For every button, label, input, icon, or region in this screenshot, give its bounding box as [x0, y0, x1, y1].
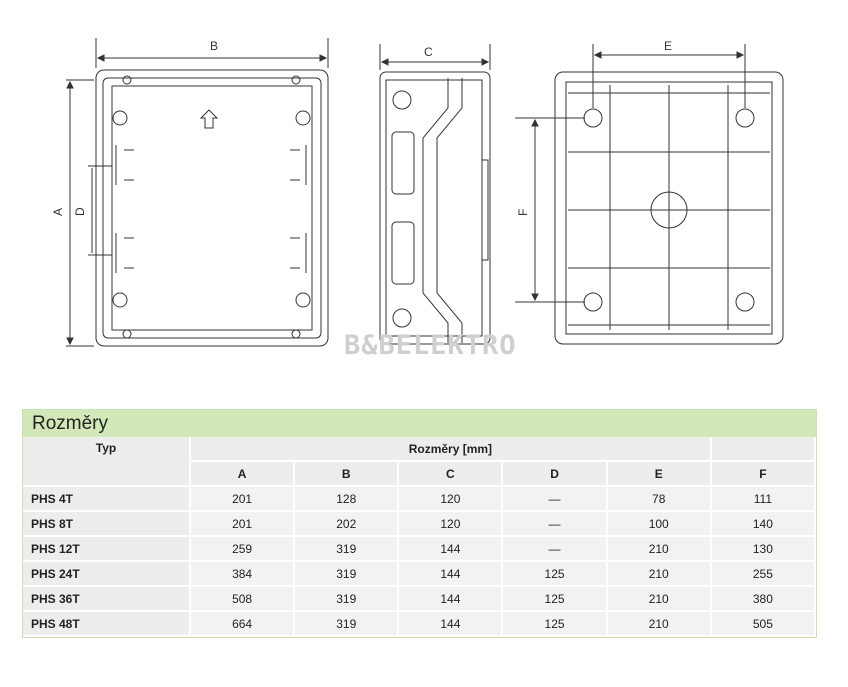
header-group: Rozměry [mm] [191, 437, 712, 462]
cell-c: 120 [399, 512, 504, 537]
cell-f: 380 [711, 587, 816, 612]
header-col-c: C [399, 462, 504, 487]
cell-typ: PHS 4T [23, 487, 191, 512]
cell-e: 210 [607, 537, 712, 562]
cell-a: 384 [191, 562, 296, 587]
cell-a: 201 [191, 487, 296, 512]
cell-d: — [503, 512, 608, 537]
cell-f: 505 [711, 612, 816, 637]
cell-f: 130 [711, 537, 816, 562]
header-col-d: D [503, 462, 608, 487]
header-col-e: E [607, 462, 712, 487]
cell-c: 144 [399, 612, 504, 637]
label-b: B [210, 39, 218, 53]
cell-typ: PHS 12T [23, 537, 191, 562]
cell-d: 125 [503, 612, 608, 637]
cell-typ: PHS 8T [23, 512, 191, 537]
cell-e: 78 [607, 487, 712, 512]
cell-c: 144 [399, 562, 504, 587]
label-a: A [51, 208, 65, 216]
cell-e: 210 [607, 587, 712, 612]
cell-c: 120 [399, 487, 504, 512]
watermark: B&BELEKTRO [344, 330, 517, 361]
header-col-b: B [295, 462, 400, 487]
cell-d: — [503, 487, 608, 512]
header-col-f: F [711, 462, 816, 487]
header-col-a: A [191, 462, 296, 487]
cell-typ: PHS 36T [23, 587, 191, 612]
cell-d: 125 [503, 587, 608, 612]
cell-f: 111 [711, 487, 816, 512]
header-typ: Typ [23, 437, 191, 487]
cell-b: 319 [295, 612, 400, 637]
cell-b: 202 [295, 512, 400, 537]
label-e: E [664, 39, 672, 53]
cell-e: 210 [607, 612, 712, 637]
header-empty [711, 437, 816, 462]
cell-c: 144 [399, 537, 504, 562]
label-d: D [73, 207, 87, 216]
cell-a: 664 [191, 612, 296, 637]
label-c: C [424, 45, 433, 59]
label-f: F [516, 209, 530, 216]
cell-f: 140 [711, 512, 816, 537]
front-view: B A D [51, 38, 329, 347]
cell-typ: PHS 48T [23, 612, 191, 637]
cell-a: 508 [191, 587, 296, 612]
cell-b: 128 [295, 487, 400, 512]
cell-f: 255 [711, 562, 816, 587]
dimension-drawing: B A D C E F [51, 38, 784, 347]
cell-e: 210 [607, 562, 712, 587]
cell-c: 144 [399, 587, 504, 612]
cell-d: 125 [503, 562, 608, 587]
back-view: E F [515, 39, 784, 345]
cell-b: 319 [295, 537, 400, 562]
side-view: C [379, 44, 491, 345]
cell-a: 259 [191, 537, 296, 562]
cell-d: — [503, 537, 608, 562]
cell-e: 100 [607, 512, 712, 537]
cell-a: 201 [191, 512, 296, 537]
cell-typ: PHS 24T [23, 562, 191, 587]
cell-b: 319 [295, 562, 400, 587]
table-title: Rozměry [23, 410, 816, 437]
cell-b: 319 [295, 587, 400, 612]
